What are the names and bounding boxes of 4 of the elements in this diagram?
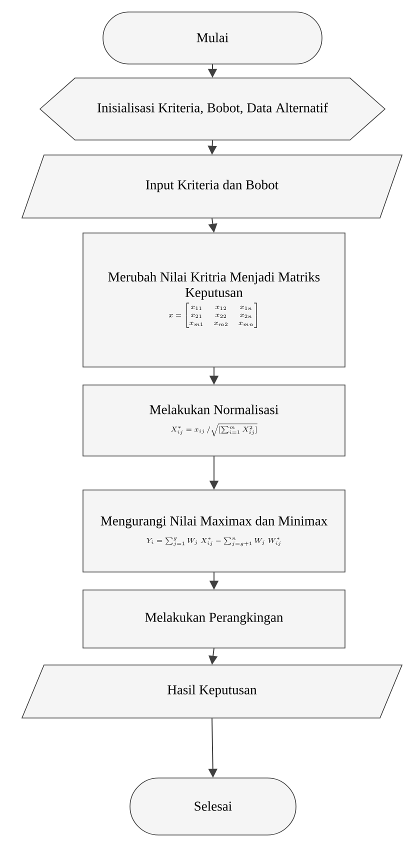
process-box: Melakukan Normalisasi $X^{*}_{ij} = x_{ij} \,/ \sqrt{[\sum_{i=1}^{m} X^{2}_{ij}]}$ — [82, 384, 346, 456]
process-box: Merubah Nilai Kritria Menjadi Matriks Keputusan $x=\begin{bmatrix} x_{11} & x_{12} & x_{1n} \\ x_{21} & x_{22} & x_{2n} \\ x_{m1} & x_{m2} & x_{mn} \end{bmatrix}$ — [82, 232, 346, 368]
process-box: Melakukan Perangkingan — [82, 590, 346, 648]
process-box: Mengurangi Nilai Maximax dan Minimax $Y_i = \sum_{j=1}^{g} W_j \; X^{*}_{ij} - \sum_{j=g+1}^{n} W_j \; W^{*}_{ij}$ — [82, 490, 346, 572]
